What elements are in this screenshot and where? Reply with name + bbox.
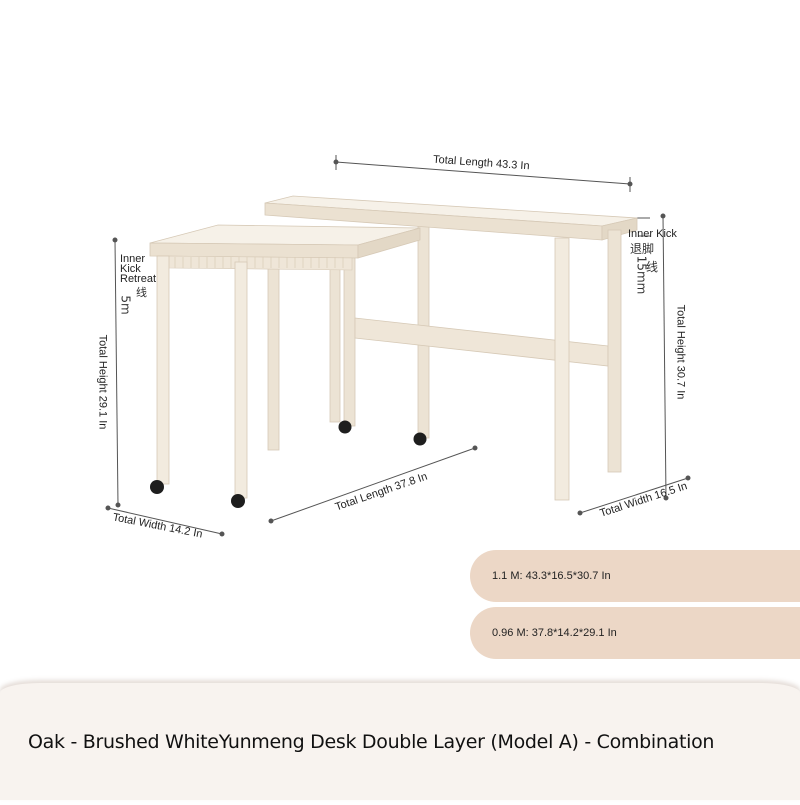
inner-kick-right-glyph: 退脚 (630, 242, 655, 256)
large-desk (264, 195, 638, 501)
total-height-right-label: Total Height 30.7 In (674, 304, 687, 400)
total-height-left-label: Total Height 29.1 In (96, 334, 109, 430)
inner-kick-left-value: 5m (118, 295, 133, 315)
spec-option-large[interactable]: 1.1 M: 43.3*16.5*30.7 In (470, 550, 800, 602)
footer-band (0, 683, 800, 800)
inner-kick-right-glyph2: 线 (646, 260, 659, 274)
inner-kick-left-glyph: 线 (136, 286, 147, 299)
casters (150, 420, 427, 508)
spec-option-small-label: 0.96 M: 37.8*14.2*29.1 In (492, 627, 617, 639)
spec-option-small[interactable]: 0.96 M: 37.8*14.2*29.1 In (470, 607, 800, 659)
spec-option-large-label: 1.1 M: 43.3*16.5*30.7 In (492, 570, 611, 582)
product-title: Oak - Brushed WhiteYunmeng Desk Double L… (28, 731, 715, 753)
inner-kick-right-label: Inner Kick (628, 228, 677, 240)
inner-kick-left-label: Inner Kick Retreat (120, 253, 157, 285)
small-desk (149, 224, 421, 499)
dimension-lines (105, 155, 691, 537)
